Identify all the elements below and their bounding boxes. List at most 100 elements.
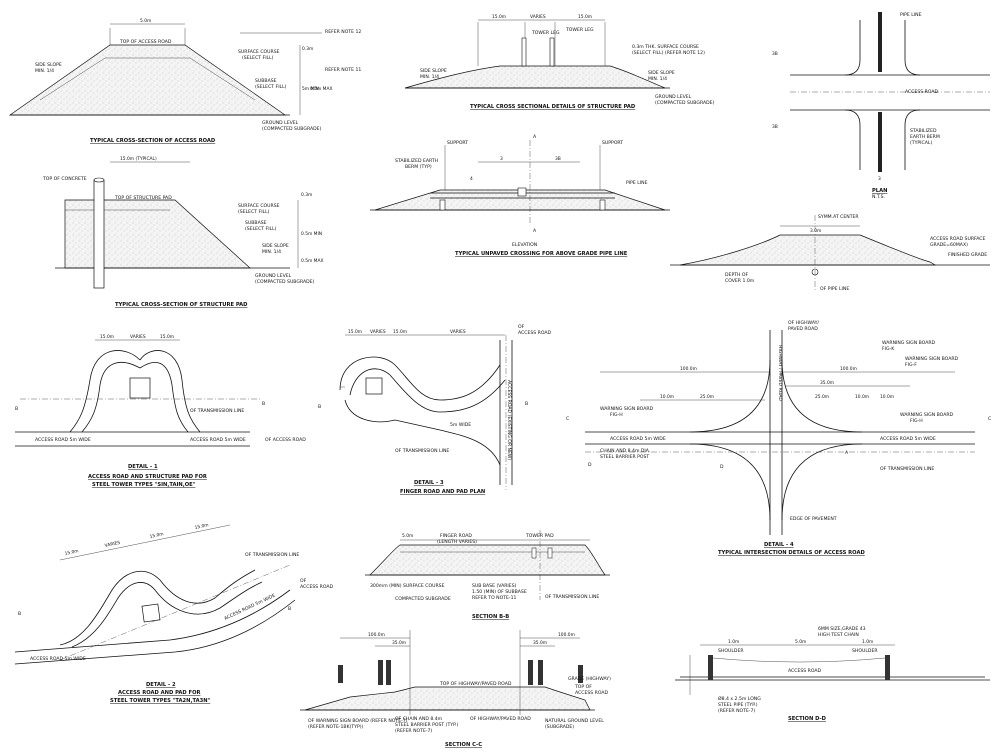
scc-dim-4: 35.0m	[533, 640, 547, 646]
d4-barrier: STEEL BARRIER POST	[600, 454, 649, 460]
s4-surface-course: SURFACE COURSE	[238, 203, 280, 209]
s4-dim-c: 0.5m MAX	[301, 258, 323, 264]
d2-title: DETAIL - 2	[146, 682, 176, 688]
d3-dim-1: 15.0m	[348, 329, 362, 335]
detail-3-finger-road: 15.0m VARIES 15.0m VARIES OF ACCESS ROAD…	[318, 324, 552, 495]
sbb-min-subbase: 1.50 (MIN) OF SUBBASE	[472, 589, 527, 595]
d4-title: DETAIL - 4	[764, 542, 794, 548]
s5-dim-3: 3	[500, 156, 503, 162]
d1-transmission-line: OF TRANSMISSION LINE	[190, 408, 244, 414]
d4-caption: TYPICAL INTERSECTION DETAILS OF ACCESS R…	[718, 550, 865, 556]
d4-chain: CHAIN AND 8.4m DIA.	[600, 448, 650, 454]
s4-dim-b: 0.5m MIN	[301, 231, 322, 237]
scc-highway-cl: OF HIGHWAY/PAVED ROAD	[470, 716, 531, 722]
sdd-title: SECTION D-D	[788, 716, 827, 722]
d1-dim-2: VARIES	[130, 334, 146, 340]
d4-dim-3: 25.0m	[700, 394, 714, 400]
s2-side-slope-left-min: MIN. 1/4	[420, 74, 439, 80]
s5-section-a-top: A	[533, 134, 537, 140]
s5-stabilized: STABILIZED EARTH	[395, 158, 438, 164]
s4-subgrade: (COMPACTED SUBGRADE)	[255, 279, 315, 285]
s6-symm: SYMM.AT CENTER	[818, 214, 859, 220]
s1-select-fill-2: (SELECT FILL)	[255, 84, 287, 90]
s2-subgrade: (COMPACTED SUBGRADE)	[655, 100, 715, 106]
s3-title: PLAN	[872, 188, 887, 194]
s4-ground-level: GROUND LEVEL	[255, 273, 292, 279]
s6-grade: GRADE=60MAX)	[930, 242, 968, 248]
d4-transmission-line: OF TRANSMISSION LINE	[880, 466, 934, 472]
d3-transmission-line: OF TRANSMISSION LINE	[395, 448, 449, 454]
s6-pipe-line: OF PIPE LINE	[820, 286, 849, 292]
s5-support-right: SUPPORT	[602, 140, 623, 146]
d4-dim-5: 35.0m	[820, 380, 834, 386]
s4-title: TYPICAL CROSS-SECTION OF STRUCTURE PAD	[115, 302, 248, 308]
s5-title: TYPICAL UNPAVED CROSSING FOR ABOVE GRADE…	[455, 251, 628, 257]
scc-barrier: STEEL BARRIER POST (TYP.)	[395, 722, 459, 728]
d1-access-road-cl: OF ACCESS ROAD	[265, 437, 306, 443]
s1-ground-level: GROUND LEVEL	[262, 120, 299, 126]
scc-subgrade: (SUBGRADE)	[545, 724, 574, 730]
d3-dim-2: VARIES	[370, 329, 386, 335]
d2-road-left: ACCESS ROAD 5m WIDE	[30, 656, 86, 662]
s2-side-slope-left: SIDE SLOPE	[420, 68, 447, 74]
sbb-title: SECTION B-B	[472, 614, 509, 620]
sdd-dim-1: 1.0m	[728, 639, 739, 645]
s2-side-slope-right: SIDE SLOPE	[648, 70, 675, 76]
scc-top-highway: TOP OF HIGHWAY/PAVED ROAD	[439, 681, 512, 687]
s5-berm: BERM (TYP)	[405, 164, 432, 170]
sdd-pipe: Ø8.4 x 2.5m LONG	[718, 695, 761, 702]
d4-sign-h-left-fig: FIG-H	[610, 412, 623, 418]
sdd-shoulder-left: SHOULDER	[718, 648, 744, 654]
d4-dim-1: 100.0m	[680, 366, 697, 372]
sbb-dim: 5.0m	[402, 533, 413, 539]
sbb-sub-base: SUB BASE (VARIES)	[472, 583, 517, 589]
s6-cover: COVER 1.0m	[725, 278, 755, 284]
d4-edge-pavement: EDGE OF PAVEMENT	[790, 516, 837, 522]
sdd-access-road: ACCESS ROAD	[788, 668, 822, 674]
s5-support-left: SUPPORT	[447, 140, 468, 146]
d4-sign-h-left: WARNING SIGN BOARD	[600, 406, 654, 412]
d3-dim-4: VARIES	[450, 329, 466, 335]
s6-dim: 3.0m	[810, 228, 821, 234]
d4-dim-7: 10.0m	[855, 394, 869, 400]
detail-2-road-and-pad: 15.0m VARIES 15.0m 15.0m OF TRANSMISSION…	[14, 522, 334, 704]
scc-natural-ground: NATURAL GROUND LEVEL	[545, 718, 604, 724]
d2-road-right: ACCESS ROAD 5m WIDE	[223, 593, 276, 622]
s2-side-slope-right-min: MIN. 1/4	[648, 76, 667, 82]
section-structure-pad-details: 15.0m VARIES 15.0m TOWER LEG TOWER LEG 0…	[404, 14, 715, 110]
s3-dim-a: 3B	[772, 51, 778, 57]
s3-typical: (TYPICAL)	[910, 140, 932, 146]
d1-title: DETAIL - 1	[128, 464, 158, 470]
s2-title: TYPICAL CROSS SECTIONAL DETAILS OF STRUC…	[470, 104, 636, 110]
d1-dim-1: 15.0m	[100, 334, 114, 340]
section-buried-pipe-crossing: SYMM.AT CENTER 3.0m ACCESS ROAD SURFACE …	[670, 214, 990, 292]
d4-sign-k-fig: FIG-K	[882, 346, 895, 352]
d4-highway-cl-1: OF HIGHWAY/	[788, 320, 819, 326]
d2-dim-3: 15.0m	[149, 531, 164, 540]
d1-road-left: ACCESS ROAD 5m WIDE	[35, 437, 91, 443]
d4-c-left: C	[566, 416, 569, 422]
s3-stabilized: STABILIZED	[910, 128, 937, 134]
sdd-refer: (REFER NOTE-7)	[718, 708, 755, 714]
s2-dim-2: VARIES	[530, 14, 546, 20]
s6-finished-grade: FINISHED GRADE	[948, 252, 987, 258]
section-plan-pipe-crossing: PIPE LINE ACCESS ROAD STABILIZED EARTH B…	[772, 12, 990, 200]
d1-caption-1: ACCESS ROAD AND STRUCTURE PAD FOR	[88, 474, 207, 480]
s1-width-dim: 5.0m	[140, 18, 151, 24]
sdd-chain: HIGH TEST CHAIN	[818, 632, 859, 638]
d4-highway-cl-2: PAVED ROAD	[788, 326, 818, 332]
s5-dim-4: 4	[470, 176, 473, 182]
s1-dim-c: 0.5m MAX	[310, 86, 332, 92]
s1-select-fill-1: (SELECT FILL)	[242, 55, 274, 61]
d3-caption: FINGER ROAD AND PAD PLAN	[400, 489, 485, 495]
sbb-tower-pad: TOWER PAD	[525, 533, 554, 539]
s1-title: TYPICAL CROSS-SECTION OF ACCESS ROAD	[90, 138, 216, 144]
s2-tower-leg-2: TOWER LEG	[565, 27, 594, 33]
d4-d-left: D	[588, 462, 592, 468]
d2-dim-2: VARIES	[104, 540, 121, 549]
d1-b-left: B	[15, 406, 18, 412]
scc-refer-note: (REFER NOTE-1BK(TYP))	[308, 724, 364, 730]
s5-pipe-line: PIPE LINE	[626, 180, 648, 186]
d4-road-left: ACCESS ROAD 5m WIDE	[610, 436, 666, 442]
